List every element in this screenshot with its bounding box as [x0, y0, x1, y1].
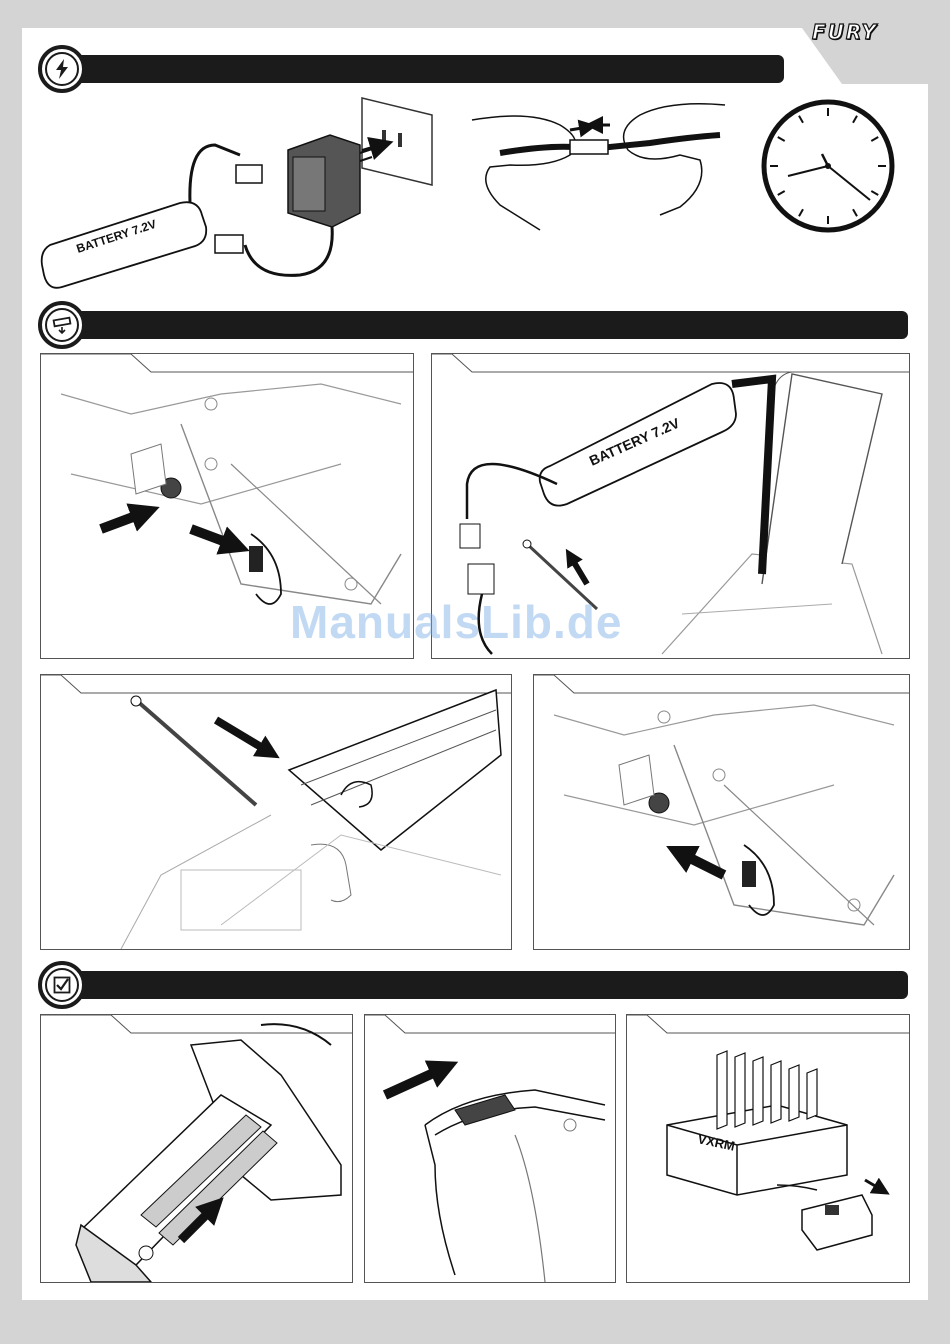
lightning-icon	[38, 45, 86, 93]
panel-step-4	[533, 674, 910, 950]
watermark: ManualsLib.de	[290, 595, 622, 649]
checkmark-icon	[38, 961, 86, 1009]
clock-icon	[758, 96, 898, 236]
charger-illustration: BATTERY 7.2V	[40, 95, 460, 295]
battery-insert-icon	[38, 301, 86, 349]
section-bar-check	[62, 971, 908, 999]
brand-logo: FURY	[812, 20, 942, 42]
panel-step-3	[40, 674, 512, 950]
section-bar-install	[62, 311, 908, 339]
panel-transmitter-batteries	[40, 1014, 353, 1283]
connect-plug-illustration	[470, 95, 730, 245]
panel-esc-switch: VXRM	[626, 1014, 910, 1283]
panel-transmitter-switch	[364, 1014, 616, 1283]
section-bar-charging	[62, 55, 784, 83]
